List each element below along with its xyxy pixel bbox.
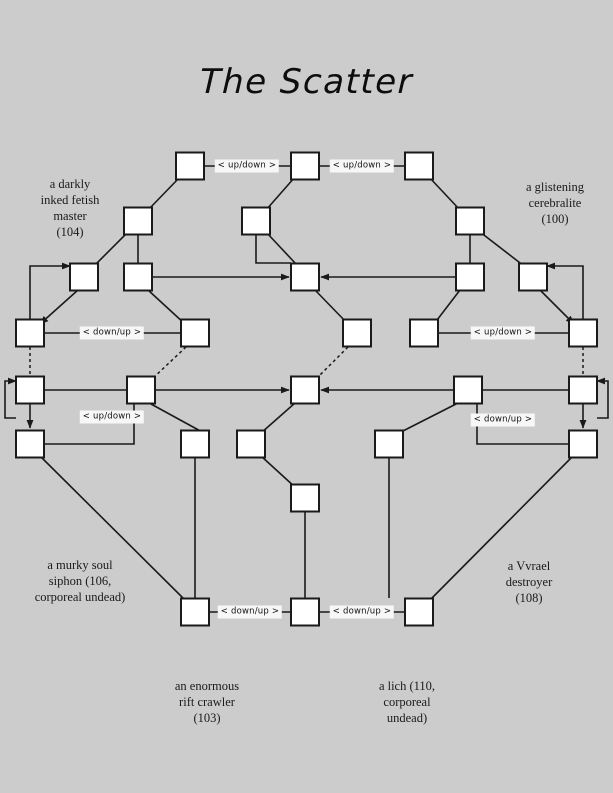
edge-n7-n12-arrow	[39, 289, 79, 325]
edge-n12-n7-wrap	[29, 262, 71, 333]
room-node[interactable]	[241, 206, 271, 236]
edge-n11-n16-arrow	[539, 289, 575, 325]
edge-label: < up/down >	[329, 159, 395, 173]
room-node[interactable]	[15, 375, 45, 405]
edge-paths	[4, 165, 609, 613]
room-node[interactable]	[15, 429, 45, 459]
room-node[interactable]	[342, 318, 372, 348]
edge-label: < up/down >	[214, 159, 280, 173]
room-node[interactable]	[290, 597, 320, 627]
edge-label: < up/down >	[470, 326, 536, 340]
edge-label: < up/down >	[79, 410, 145, 424]
room-node[interactable]	[518, 262, 548, 292]
cap-104: a darkly inked fetish master (104)	[40, 177, 100, 239]
room-node[interactable]	[126, 375, 156, 405]
edge-n19-n24	[260, 402, 296, 434]
cap-108: a Vvrael destroyer (108)	[505, 559, 553, 605]
room-node[interactable]	[568, 318, 598, 348]
edge-label: < down/up >	[79, 326, 145, 340]
room-node[interactable]	[374, 429, 404, 459]
room-node[interactable]	[123, 206, 153, 236]
room-node[interactable]	[568, 429, 598, 459]
room-node[interactable]	[180, 597, 210, 627]
edge-n20-n25	[398, 402, 459, 434]
edge-label: < down/up >	[329, 605, 395, 619]
edge-label: < down/up >	[217, 605, 283, 619]
edge-n5-n9-join	[255, 235, 291, 264]
edge-n2-n5	[265, 176, 296, 211]
room-node[interactable]	[290, 262, 320, 292]
cap-100: a glistening cerebralite (100)	[526, 180, 584, 226]
room-node[interactable]	[69, 262, 99, 292]
room-node[interactable]	[409, 318, 439, 348]
room-node[interactable]	[180, 429, 210, 459]
edge-label: < down/up >	[470, 413, 536, 427]
cap-106: a murky soul siphon (106, corporeal unde…	[34, 558, 126, 604]
room-node[interactable]	[290, 375, 320, 405]
room-node[interactable]	[123, 262, 153, 292]
cap-103: an enormous rift crawler (103)	[174, 679, 240, 725]
edge-n8-n13	[147, 289, 186, 325]
room-node[interactable]	[404, 597, 434, 627]
edge-n13-n18-dashed	[151, 346, 187, 380]
room-node[interactable]	[180, 318, 210, 348]
room-node[interactable]	[404, 151, 434, 181]
edge-n4-n7	[93, 231, 129, 267]
room-node[interactable]	[15, 318, 45, 348]
edge-n22-n28-diag	[39, 455, 187, 602]
room-node[interactable]	[290, 483, 320, 513]
edge-n5-n9	[265, 231, 297, 265]
edge-n14-n19-dashed	[315, 346, 349, 380]
room-node[interactable]	[175, 151, 205, 181]
cap-110: a lich (110, corporeal undead)	[378, 679, 436, 725]
room-node[interactable]	[455, 206, 485, 236]
edge-n6-n11	[479, 231, 525, 267]
edge-n16-n11-wrap	[546, 262, 584, 333]
room-node[interactable]	[290, 151, 320, 181]
edge-n22-n17-wrap	[4, 377, 17, 419]
edge-n26-n30-diag	[428, 455, 574, 602]
room-node[interactable]	[455, 262, 485, 292]
edge-n1-n4	[147, 176, 181, 211]
room-nodes	[15, 151, 598, 627]
edge-n9-n14	[314, 289, 349, 325]
edge-n24-n27	[260, 455, 297, 489]
edge-n10-n15	[433, 289, 461, 325]
edge-n3-n6	[428, 176, 461, 211]
room-node[interactable]	[453, 375, 483, 405]
edge-n18-n23	[150, 403, 205, 434]
room-node[interactable]	[568, 375, 598, 405]
room-node[interactable]	[236, 429, 266, 459]
edge-n26-n21-wrap	[596, 377, 609, 419]
